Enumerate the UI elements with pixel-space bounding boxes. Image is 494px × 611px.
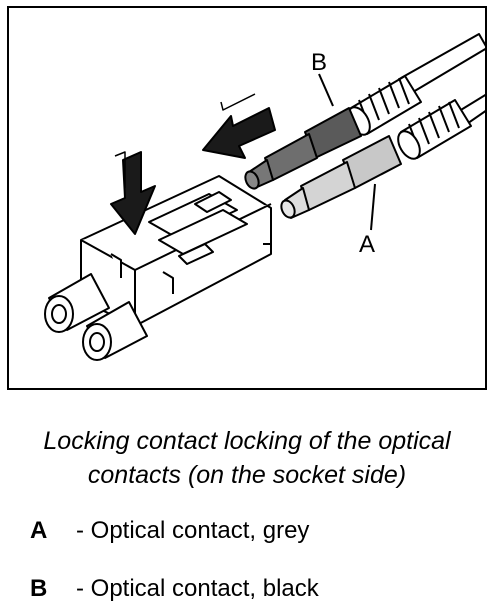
optical-contact-black xyxy=(244,107,362,190)
label-a: A xyxy=(359,231,375,258)
leader-line-b xyxy=(318,73,334,107)
legend-item-b: B - Optical contact, black xyxy=(30,574,319,604)
socket-housing xyxy=(80,175,272,327)
figure-caption: Locking contact locking of the optical c… xyxy=(0,424,494,492)
connector-illustration: B A xyxy=(7,6,487,390)
caption-line-2: contacts (on the socket side) xyxy=(87,461,407,489)
cable-boot-a xyxy=(397,99,472,160)
fiber-cable-b xyxy=(400,33,485,93)
socket-ferrule-left xyxy=(44,273,110,333)
insert-direction-arrow xyxy=(202,93,276,159)
push-down-arrow xyxy=(110,151,156,235)
legend-key-b: B xyxy=(30,575,48,602)
leader-line-a xyxy=(370,183,376,231)
legend-text-a: - Optical contact, grey xyxy=(76,517,310,544)
legend-key-a: A xyxy=(30,517,48,544)
label-b: B xyxy=(311,49,327,76)
connector-drawing: B A xyxy=(44,33,485,361)
caption-line-1: Locking contact locking of the optical xyxy=(43,427,451,455)
socket-ferrule-right xyxy=(82,301,148,361)
legend-item-a: A - Optical contact, grey xyxy=(30,516,309,546)
optical-contact-grey xyxy=(280,135,402,219)
legend-text-b: - Optical contact, black xyxy=(76,575,319,602)
